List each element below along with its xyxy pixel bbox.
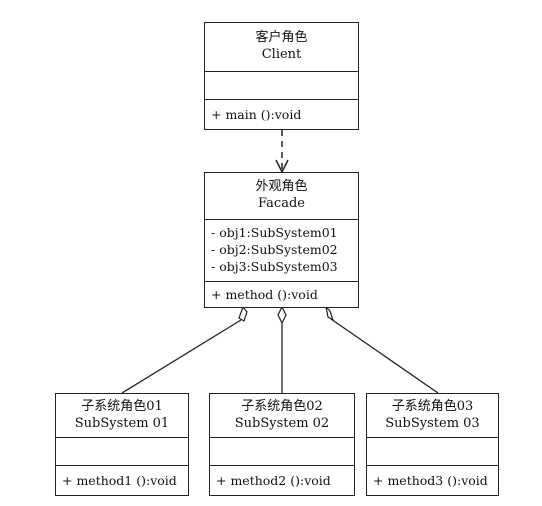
subsystem-01-class-box: 子系统角色01 SubSystem 01 + method1 ():void — [55, 393, 189, 496]
facade-name-section: 外观角色 Facade — [205, 173, 358, 219]
subsystem-02-name-en: SubSystem 02 — [234, 416, 330, 431]
subsystem-03-name-cn: 子系统角色03 — [391, 399, 474, 414]
facade-class-box: 外观角色 Facade - obj1:SubSystem01 - obj2:Su… — [204, 172, 359, 308]
client-name-section: 客户角色 Client — [205, 23, 358, 71]
subsystem-03-operations-section: + method3 ():void — [367, 465, 498, 494]
subsystem-03-name-en: SubSystem 03 — [385, 416, 480, 431]
subsystem-01-operation: + method1 ():void — [62, 473, 177, 488]
aggregation-line-1 — [121, 319, 242, 394]
facade-name-en: Facade — [258, 196, 305, 211]
subsystem-03-class-box: 子系统角色03 SubSystem 03 + method3 ():void — [366, 393, 499, 496]
client-attributes-section — [205, 71, 358, 99]
subsystem-02-operation: + method2 ():void — [216, 473, 331, 488]
subsystem-02-name-section: 子系统角色02 SubSystem 02 — [210, 394, 354, 437]
facade-attribute: - obj3:SubSystem03 — [211, 259, 338, 274]
aggregation-diamond-2 — [277, 305, 287, 325]
facade-attributes-section: - obj1:SubSystem01 - obj2:SubSystem02 - … — [205, 219, 358, 281]
subsystem-03-attributes-section — [367, 437, 498, 465]
client-operations-section: + main ():void — [205, 99, 358, 129]
aggregation-diamond-3 — [325, 305, 335, 322]
facade-name-cn: 外观角色 — [255, 179, 308, 194]
client-name-cn: 客户角色 — [255, 30, 308, 45]
client-class-box: 客户角色 Client + main ():void — [204, 22, 359, 130]
client-operation: + main ():void — [211, 107, 302, 122]
facade-operation: + method ():void — [211, 287, 318, 302]
client-name-en: Client — [261, 47, 302, 62]
subsystem-03-name-section: 子系统角色03 SubSystem 03 — [367, 394, 498, 437]
subsystem-03-operation: + method3 ():void — [373, 473, 488, 488]
facade-operations-section: + method ():void — [205, 281, 358, 306]
subsystem-01-name-section: 子系统角色01 SubSystem 01 — [56, 394, 188, 437]
subsystem-01-name-en: SubSystem 01 — [74, 416, 170, 431]
aggregation-diamond-1 — [238, 305, 248, 322]
subsystem-02-attributes-section — [210, 437, 354, 465]
subsystem-02-class-box: 子系统角色02 SubSystem 02 + method2 ():void — [209, 393, 355, 496]
subsystem-01-operations-section: + method1 ():void — [56, 465, 188, 494]
subsystem-02-operations-section: + method2 ():void — [210, 465, 354, 494]
subsystem-02-name-cn: 子系统角色02 — [241, 399, 323, 414]
aggregation-line-3 — [330, 318, 439, 394]
facade-attribute: - obj2:SubSystem02 — [211, 242, 338, 257]
facade-attribute: - obj1:SubSystem01 — [211, 225, 338, 240]
subsystem-01-name-cn: 子系统角色01 — [81, 399, 163, 414]
subsystem-01-attributes-section — [56, 437, 188, 465]
